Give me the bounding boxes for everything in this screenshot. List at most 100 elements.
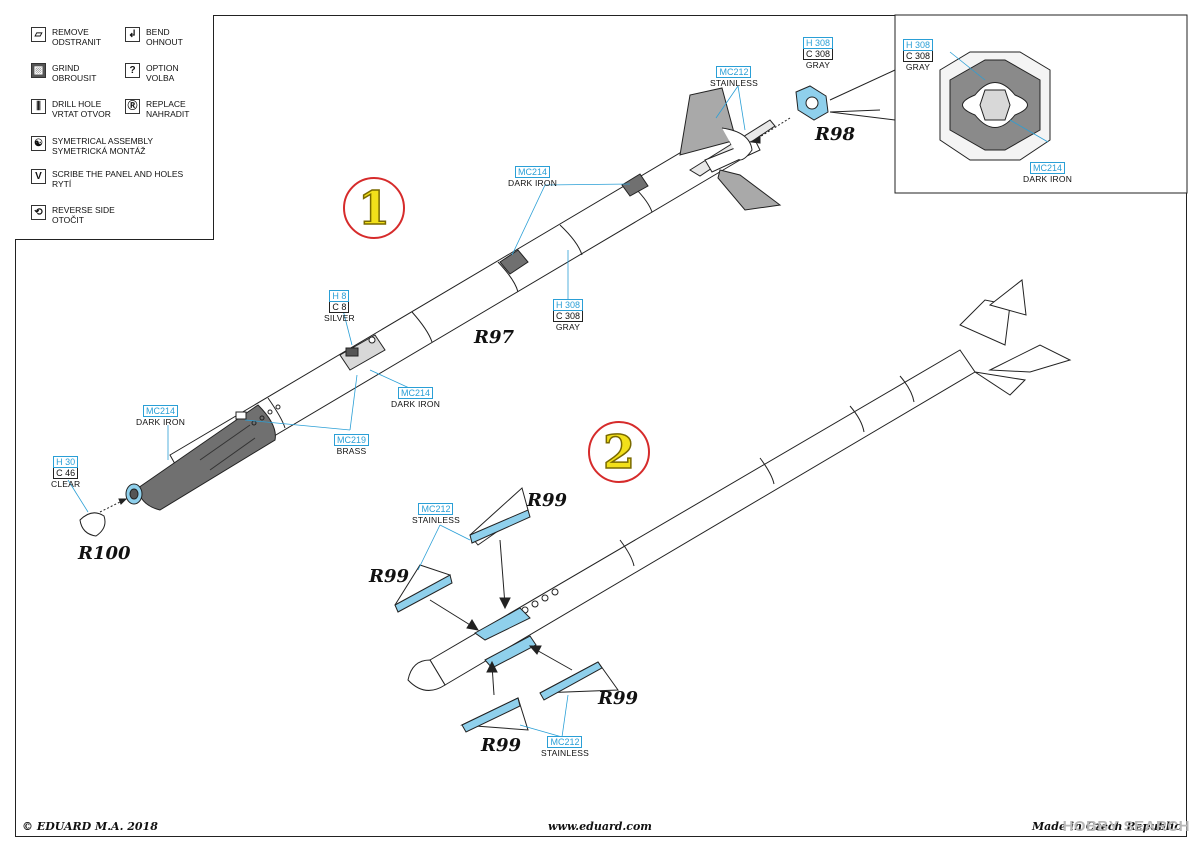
callout-mc219: MC219 BRASS [334, 434, 370, 457]
paint-code-alt: C 308 [803, 49, 834, 60]
callout-mc214-inset: MC214 DARK IRON [1023, 162, 1072, 185]
paint-code: MC212 [418, 503, 454, 515]
paint-code: MC212 [547, 736, 583, 748]
paint-caption: DARK IRON [508, 178, 558, 188]
bend-icon: ↲ [125, 27, 140, 42]
part-label-r99: R99 [527, 490, 568, 511]
lug-front [499, 249, 529, 275]
paint-code-alt: C 308 [553, 311, 584, 322]
missile-2 [394, 279, 1072, 733]
legend-label: DRILL HOLE [52, 99, 102, 109]
legend-label-cz: OTOČIT [52, 215, 84, 225]
callout-h308-body: H 308 C 308 GRAY [553, 299, 584, 333]
paint-caption: STAINLESS [541, 748, 589, 758]
legend-label: REMOVE [52, 27, 89, 37]
grind-icon: ▨ [31, 63, 46, 78]
part-label-r99: R99 [369, 566, 410, 587]
paint-code-alt: C 308 [903, 51, 934, 62]
legend-label-cz: SYMETRICKÁ MONTÁŽ [52, 146, 146, 156]
r98-inset [829, 14, 1188, 194]
callout-h8: H 8 C 8 SILVER [324, 290, 355, 324]
legend-label-cz: OBROUSIT [52, 73, 97, 83]
part-label-r99: R99 [481, 735, 522, 756]
callout-mc212-fins-bottom: MC212 STAINLESS [541, 736, 589, 759]
paint-code: H 308 [803, 37, 834, 49]
paint-code-alt: C 8 [329, 302, 350, 313]
leader-lines [67, 51, 1049, 738]
legend-label-cz: VOLBA [146, 73, 175, 83]
paint-code: H 30 [53, 456, 79, 468]
lower-fin [717, 169, 782, 211]
callout-h308-top: H 308 C 308 GRAY [803, 37, 834, 71]
paint-caption: GRAY [555, 322, 581, 332]
paint-code: H 308 [903, 39, 934, 51]
paint-caption: GRAY [905, 62, 931, 72]
paint-caption: BRASS [336, 446, 367, 456]
footer-website: www.eduard.com [548, 820, 652, 833]
sheet-border [15, 15, 1187, 837]
legend-label: SCRIBE THE PANEL AND HOLES [52, 169, 184, 179]
symmetrical-assembly-icon: ☯ [31, 136, 46, 151]
legend-label: OPTION [146, 63, 179, 73]
paint-caption: SILVER [324, 313, 355, 323]
paint-code: MC214 [515, 166, 551, 178]
part-label-r99: R99 [598, 688, 639, 709]
paint-caption: DARK IRON [391, 399, 441, 409]
callout-mc212-fins-top: MC212 STAINLESS [412, 503, 460, 526]
legend-label-cz: RYTÍ [52, 179, 72, 189]
footer-copyright: © EDUARD M.A. 2018 [22, 820, 158, 833]
callout-h30: H 30 C 46 CLEAR [51, 456, 80, 490]
paint-caption: GRAY [805, 60, 831, 70]
paint-code-alt: C 46 [53, 468, 79, 479]
callout-mc214-nose: MC214 DARK IRON [136, 405, 185, 428]
footer-origin: Made in Czech Republic [1032, 820, 1181, 833]
watermark: HOBBY SEARCH [1062, 818, 1190, 835]
part-label-r98: R98 [815, 124, 856, 145]
legend-label-cz: ODSTRANIT [52, 37, 102, 47]
legend-label-cz: NAHRADIT [146, 109, 190, 119]
lug-rear [621, 173, 649, 197]
missile-1 [79, 85, 881, 537]
reverse-side-icon: ⟲ [31, 205, 46, 220]
part-label-r97: R97 [474, 327, 515, 348]
step-2-marker: 2 [588, 421, 650, 483]
paint-code: MC214 [398, 387, 434, 399]
paint-caption: DARK IRON [136, 417, 186, 427]
paint-caption: DARK IRON [1023, 174, 1073, 184]
legend-label: BEND [146, 27, 170, 37]
upper-fin [679, 87, 737, 156]
part-label-r100: R100 [78, 543, 131, 564]
paint-caption: CLEAR [51, 479, 81, 489]
paint-caption: STAINLESS [412, 515, 460, 525]
paint-code: MC219 [334, 434, 370, 446]
legend-label: SYMETRICAL ASSEMBLY [52, 136, 154, 146]
missile-2-nose [407, 659, 446, 691]
replace-icon: Ⓡ [125, 99, 140, 114]
legend-label: REVERSE SIDE [52, 205, 115, 215]
paint-code: MC212 [716, 66, 752, 78]
remove-icon: ▱ [31, 27, 46, 42]
paint-caption: STAINLESS [710, 78, 758, 88]
legend-label: REPLACE [146, 99, 186, 109]
paint-code: H 8 [329, 290, 350, 302]
r100-cap [79, 512, 106, 537]
callout-mc214-lower: MC214 DARK IRON [391, 387, 440, 410]
paint-code: MC214 [143, 405, 179, 417]
scribe-icon: V [31, 169, 46, 184]
legend-label-cz: OHNOUT [146, 37, 183, 47]
option-icon: ? [125, 63, 140, 78]
step-1-marker: 1 [343, 177, 405, 239]
paint-code: MC214 [1030, 162, 1066, 174]
paint-code: H 308 [553, 299, 584, 311]
legend-label-cz: VRTAT OTVOR [52, 109, 111, 119]
